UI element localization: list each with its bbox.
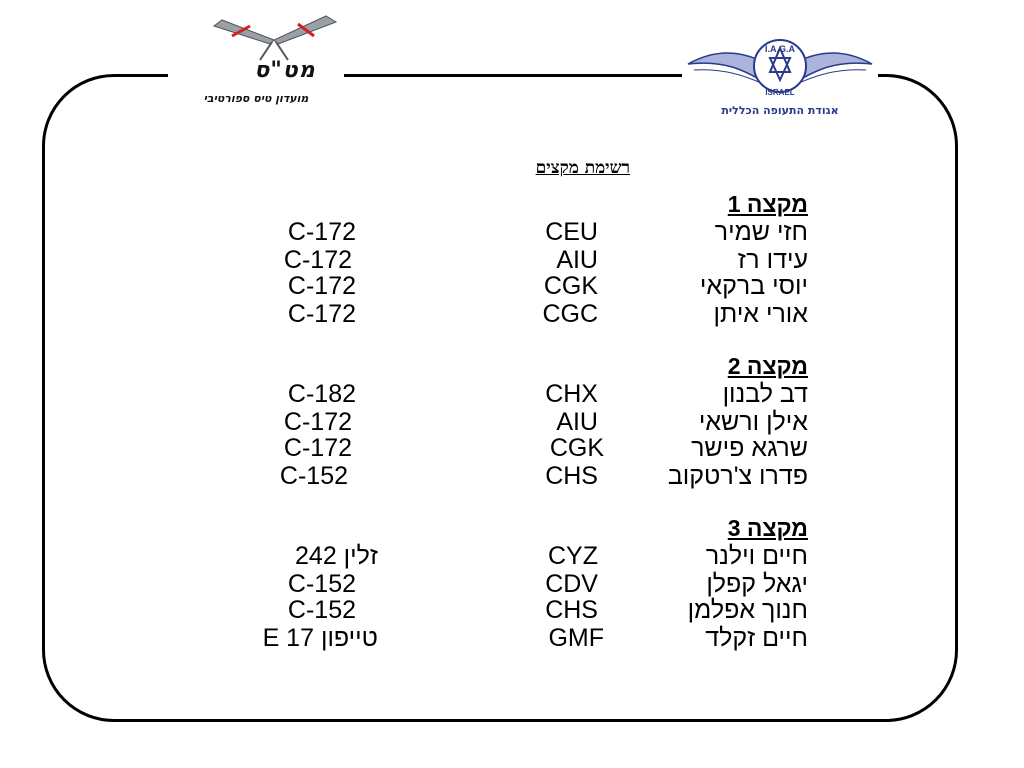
aircraft-type: זלין 242 (295, 542, 378, 570)
pilot-name: חזי שמיר (714, 218, 808, 246)
aircraft-type: C-172 (287, 218, 356, 246)
crossed-planes-icon (212, 15, 338, 61)
table-row: פדרו צ'רטקוב CHS C-152 (0, 462, 1024, 490)
group-heading: מקצה 2 (727, 353, 808, 379)
pilot-name: פדרו צ'רטקוב (667, 462, 808, 490)
pilot-name: חנוך אפלמן (687, 596, 808, 624)
callsign: CGK (543, 272, 598, 300)
aircraft-type: C-152 (287, 596, 356, 624)
group-heading: מקצה 3 (727, 515, 808, 541)
aircraft-type: C-152 (279, 462, 348, 490)
table-row: עידו רז AIU C-172 (0, 246, 1024, 274)
table-row: חיים זקלד GMF טייפון E 17 (0, 624, 1024, 652)
callsign: CHX (545, 380, 598, 408)
callsign: CDV (545, 570, 598, 598)
aircraft-type: C-172 (283, 434, 352, 462)
table-row: חנוך אפלמן CHS C-152 (0, 596, 1024, 624)
pilot-name: יוסי ברקאי (699, 272, 808, 300)
table-row: אורי איתן CGC C-172 (0, 300, 1024, 328)
aircraft-type: C-172 (287, 300, 356, 328)
page-title: רשימת מקצים (535, 158, 630, 178)
frame-gap-left (168, 70, 344, 80)
pilot-name: אורי איתן (713, 300, 808, 328)
association-logo-top-text: I.A.G.A (764, 44, 795, 54)
aircraft-type: C-172 (283, 408, 352, 436)
table-row: אילן ורשאי AIU C-172 (0, 408, 1024, 436)
callsign: CEU (545, 218, 598, 246)
callsign: AIU (556, 246, 598, 274)
table-row: דב לבנון CHX C-182 (0, 380, 1024, 408)
callsign: CGC (542, 300, 598, 328)
callsign: CGK (549, 434, 604, 462)
pilot-name: חיים וילנר (705, 542, 808, 570)
pilot-name: אילן ורשאי (698, 408, 808, 436)
aircraft-type: C-152 (287, 570, 356, 598)
table-row: שרגא פישר CGK C-172 (0, 434, 1024, 462)
club-logo: מט"ס מועדון טיס ספורטיבי (170, 14, 342, 105)
aircraft-type: C-172 (287, 272, 356, 300)
table-row: חזי שמיר CEU C-172 (0, 218, 1024, 246)
group-heading: מקצה 1 (727, 191, 808, 217)
callsign: CHS (545, 462, 598, 490)
winged-emblem-icon (687, 39, 873, 93)
aircraft-type: C-182 (287, 380, 356, 408)
table-row: יגאל קפלן CDV C-152 (0, 570, 1024, 598)
callsign: GMF (548, 624, 604, 652)
table-row: חיים וילנר CYZ זלין 242 (0, 542, 1024, 570)
association-logo: I.A.G.A ISRAEL אגודת התעופה הכללית (684, 14, 876, 124)
pilot-name: חיים זקלד (705, 624, 808, 652)
association-logo-caption: אגודת התעופה הכללית (721, 104, 839, 117)
callsign: CHS (545, 596, 598, 624)
rounded-frame (42, 74, 958, 722)
callsign: AIU (556, 408, 598, 436)
callsign: CYZ (548, 542, 598, 570)
pilot-name: יגאל קפלן (706, 570, 808, 598)
club-logo-subtitle: מועדון טיס ספורטיבי (203, 92, 309, 105)
pilot-name: עידו רז (737, 246, 808, 274)
table-row: יוסי ברקאי CGK C-172 (0, 272, 1024, 300)
pilot-name: שרגא פישר (691, 434, 808, 462)
club-logo-main-text: מט"ס (254, 58, 316, 83)
aircraft-type: C-172 (283, 246, 352, 274)
pilot-name: דב לבנון (722, 380, 808, 408)
association-logo-country-text: ISRAEL (765, 88, 795, 97)
aircraft-type: טייפון E 17 (262, 624, 378, 652)
